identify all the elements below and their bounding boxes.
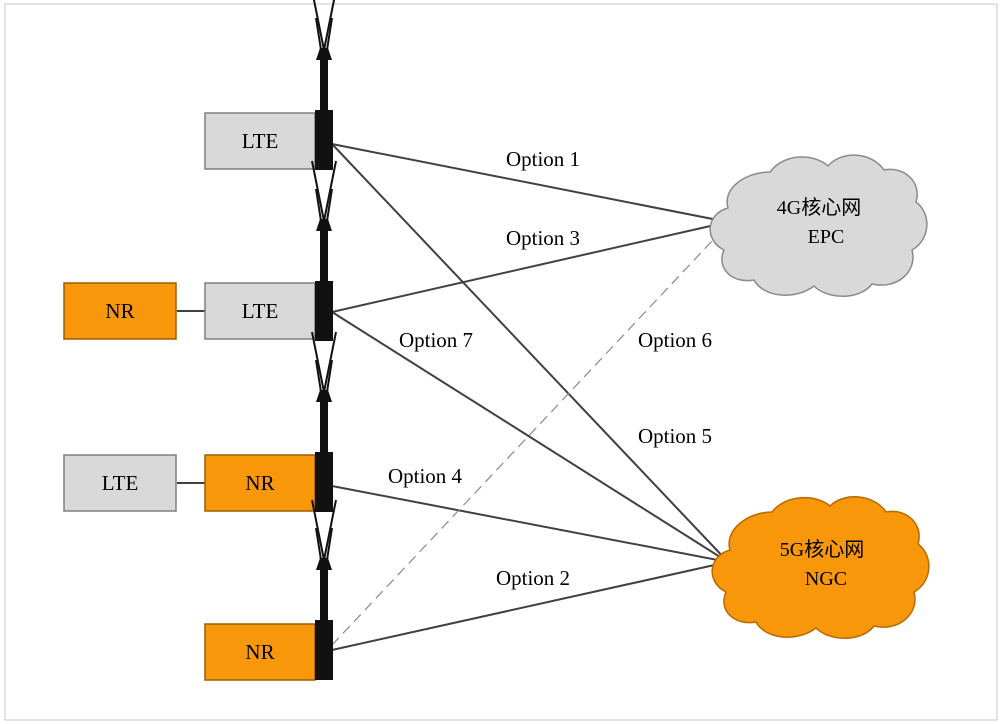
site-2: NR LTE (63, 160, 337, 342)
connection-lines (331, 143, 729, 651)
lte-box-2-label: LTE (242, 299, 279, 323)
antenna-tower-icon (311, 331, 337, 513)
site-3: LTE NR (63, 331, 337, 513)
option-3-label: Option 3 (506, 226, 580, 250)
site-1: LTE (204, 0, 337, 171)
antenna-tower-icon (311, 160, 337, 342)
ngc-cloud-title: 5G核心网 (780, 538, 864, 561)
link-option-3 (331, 221, 729, 313)
link-option-6 (331, 223, 729, 646)
option-6-label: Option 6 (638, 328, 712, 352)
option-2-label: Option 2 (496, 566, 570, 590)
option-4-label: Option 4 (388, 464, 463, 488)
site-4: NR (204, 499, 337, 681)
nr-box-3 (204, 454, 316, 512)
epc-cloud-title: 4G核心网 (777, 196, 861, 219)
nr-box-4 (204, 623, 316, 681)
nr-box-2-label: NR (105, 299, 134, 323)
link-option-4 (331, 485, 729, 563)
ngc-cloud-subtitle: NGC (805, 568, 847, 590)
frame-border (4, 3, 998, 721)
lte-box-2 (204, 282, 316, 340)
epc-cloud: 4G核心网 EPC (709, 154, 928, 297)
ngc-cloud: 5G核心网 NGC (711, 496, 930, 639)
nr-box-4-label: NR (245, 640, 274, 664)
option-labels: Option 1 Option 3 Option 7 Option 6 Opti… (388, 147, 712, 590)
link-option-2 (331, 561, 729, 651)
antenna-tower-icon (311, 0, 337, 171)
lte-box-3-label: LTE (102, 471, 139, 495)
option-7-label: Option 7 (399, 328, 473, 352)
link-option-7 (331, 311, 729, 563)
lte-box-1-label: LTE (242, 129, 279, 153)
option-5-label: Option 5 (638, 424, 712, 448)
nr-box-2 (63, 282, 177, 340)
option-1-label: Option 1 (506, 147, 580, 171)
epc-cloud-subtitle: EPC (808, 226, 845, 248)
antenna-tower-icon (311, 499, 337, 681)
lte-box-3 (63, 454, 177, 512)
link-option-1 (331, 143, 729, 223)
nr-box-3-label: NR (245, 471, 274, 495)
link-option-5 (331, 143, 729, 563)
